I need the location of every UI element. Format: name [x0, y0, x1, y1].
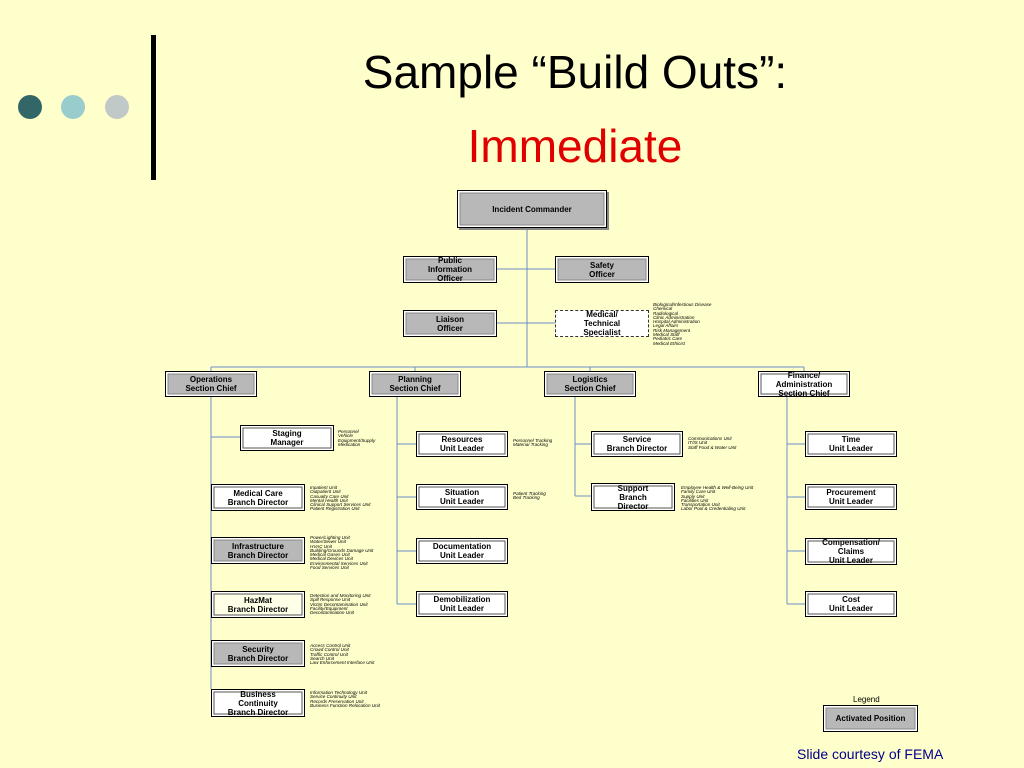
support-branch-box: Support Branch Director	[591, 483, 675, 511]
time-unit-box: Time Unit Leader	[805, 431, 897, 457]
staging-manager-note: Personnel Vehicle Equipment/Supply Medic…	[338, 429, 376, 447]
operations-section-chief-box: Operations Section Chief	[165, 371, 257, 397]
decorative-dot-dark	[18, 95, 42, 119]
slide-subtitle: Immediate	[467, 120, 683, 172]
medical-care-branch-box: Medical Care Branch Director	[211, 484, 305, 511]
planning-section-chief-box: Planning Section Chief	[369, 371, 461, 397]
situation-unit-box: Situation Unit Leader	[416, 484, 508, 510]
service-branch-note: Communications Unit IT/IS Unit Staff Foo…	[688, 436, 737, 450]
hazmat-branch-box: HazMat Branch Director	[211, 591, 305, 618]
business-continuity-branch-note: Information Technology Unit Service Cont…	[310, 690, 380, 708]
medical-technical-specialist-note: Biological/Infectious Disease Chemical R…	[653, 302, 712, 346]
incident-commander-box: Incident Commander	[457, 190, 607, 228]
liaison-officer-box: Liaison Officer	[403, 310, 497, 337]
medical-technical-specialist-box: Medical/ Technical Specialist	[555, 310, 649, 337]
safety-officer-box: Safety Officer	[555, 256, 649, 283]
logistics-section-chief-box: Logistics Section Chief	[544, 371, 636, 397]
security-branch-box: Security Branch Director	[211, 640, 305, 667]
decorative-dot-grey	[105, 95, 129, 119]
support-branch-note: Employee Health & Well-Being Unit Family…	[681, 485, 754, 512]
title-divider-bar	[151, 35, 156, 180]
staging-manager-box: Staging Manager	[240, 425, 334, 451]
resources-unit-box: Resources Unit Leader	[416, 431, 508, 457]
finance-section-chief-box: Finance/ Administration Section Chief	[758, 371, 850, 398]
infrastructure-branch-box: Infrastructure Branch Director	[211, 537, 305, 564]
documentation-unit-box: Documentation Unit Leader	[416, 538, 508, 564]
resources-unit-note: Personnel Tracking Material Tracking	[513, 438, 553, 448]
hazmat-branch-note: Detection and Monitoring Unit Spill Resp…	[310, 593, 371, 616]
public-information-officer-box: Public Information Officer	[403, 256, 497, 283]
cost-unit-box: Cost Unit Leader	[805, 591, 897, 617]
security-branch-note: Access Control Unit Crowd Control Unit T…	[310, 643, 375, 666]
medical-care-branch-note: Inpatient Unit Outpatient Unit Casualty …	[310, 485, 371, 512]
slide-credit: Slide courtesy of FEMA	[797, 746, 944, 762]
compensation-unit-box: Compensation/ Claims Unit Leader	[805, 538, 897, 565]
decorative-dot-teal	[61, 95, 85, 119]
demobilization-unit-box: Demobilization Unit Leader	[416, 591, 508, 617]
service-branch-box: Service Branch Director	[591, 431, 683, 457]
slide-title: Sample “Build Outs”:	[362, 46, 788, 98]
business-continuity-branch-box: Business Continuity Branch Director	[211, 689, 305, 717]
legend-activated-position: Activated Position	[823, 705, 918, 732]
situation-unit-note: Patient Tracking Bed Tracking	[513, 491, 546, 501]
infrastructure-branch-note: Power/Lighting Unit Water/Sewer Unit HVA…	[310, 535, 374, 571]
procurement-unit-box: Procurement Unit Leader	[805, 484, 897, 510]
legend-title: Legend	[853, 695, 880, 704]
